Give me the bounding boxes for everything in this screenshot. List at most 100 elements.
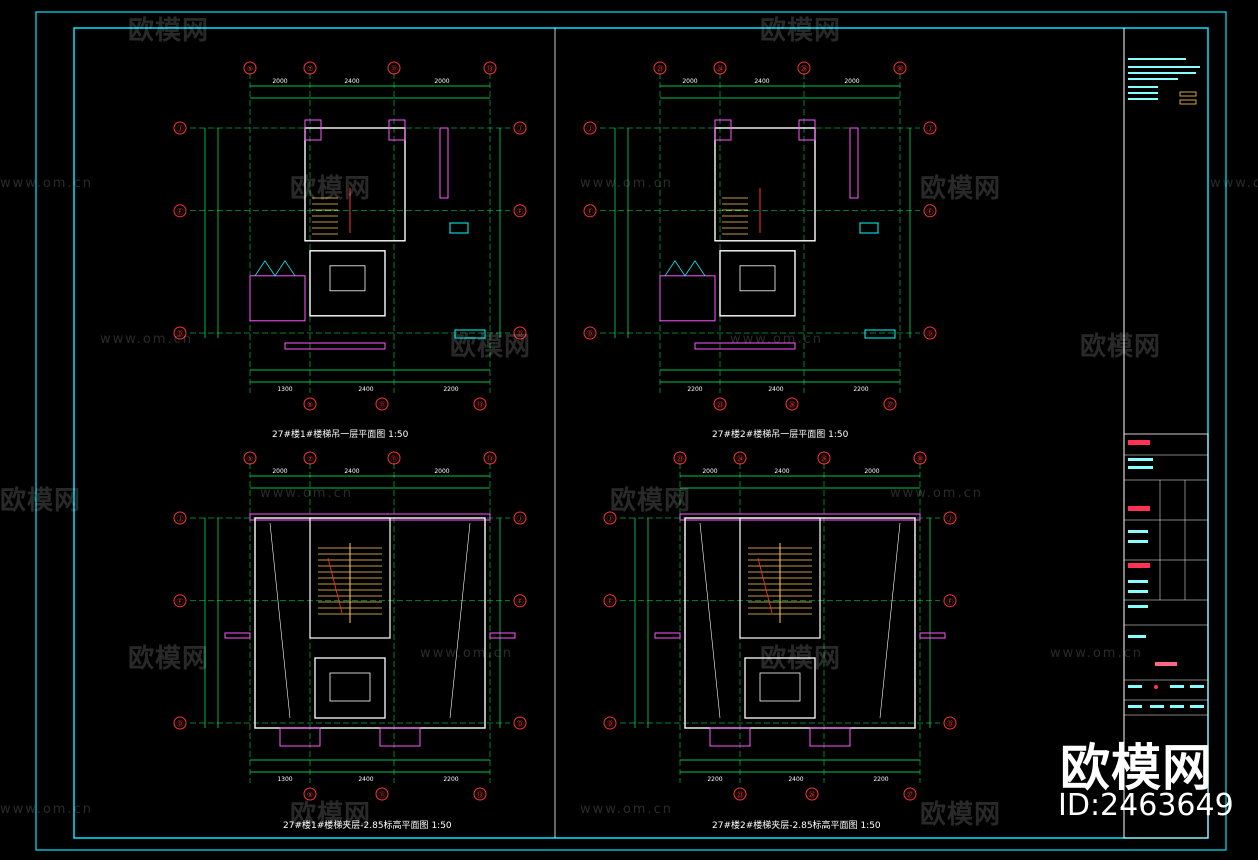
dimension-text: 2400 [774, 468, 789, 475]
axis-label: ㉔ [717, 65, 724, 73]
window [864, 329, 896, 339]
elevator-car [759, 672, 801, 702]
watermark-brand: 欧模网 [450, 332, 532, 362]
stair-well [309, 517, 391, 639]
axis-label: Ⓕ [177, 598, 184, 606]
stair-arrow [327, 557, 343, 614]
axis-bubble [173, 511, 187, 525]
axis-label: ㉔ [737, 455, 744, 463]
axis-label: ⑤ [247, 65, 253, 73]
axis-bubble [173, 326, 187, 340]
axis-bubble [583, 121, 597, 135]
dimension-text: 2000 [434, 468, 449, 475]
watermark-brand: 欧模网 [920, 800, 1002, 830]
louver-symbol [664, 260, 706, 277]
column [304, 119, 322, 141]
slab-edge [249, 513, 491, 521]
axis-label: Ⓓ [177, 720, 184, 728]
dimension-text: 2200 [687, 386, 702, 393]
plan-title-2: 27#楼2#楼梯吊一层平面图 1:50 [712, 427, 848, 440]
dimension-text: 2000 [272, 78, 287, 85]
axis-label: Ⓕ [607, 598, 614, 606]
axis-label: ⑦ [307, 455, 313, 463]
wall-segment [694, 342, 796, 350]
axis-bubble [883, 397, 897, 411]
axis-bubble [473, 397, 487, 411]
shaft-walls [714, 127, 816, 242]
brand-logo-text: 欧模网 [1060, 739, 1213, 797]
axis-label: Ⓙ [947, 515, 954, 523]
watermark-url: www.om.cn [730, 332, 823, 347]
column [798, 119, 816, 141]
axis-bubble [173, 716, 187, 730]
axis-bubble [673, 451, 687, 465]
ramp-line [269, 522, 291, 719]
axis-label: ⑬ [487, 65, 494, 73]
axis-label: ㉓ [657, 65, 664, 73]
watermark-brand: 欧模网 [760, 644, 842, 674]
axis-bubble [733, 451, 747, 465]
dimension-text: 2200 [707, 776, 722, 783]
axis-bubble [943, 594, 957, 608]
dimension-text: 2000 [864, 468, 879, 475]
ramp-line [699, 522, 721, 719]
watermark-url: www.om.cn [1050, 646, 1143, 661]
axis-bubble [943, 511, 957, 525]
ramp-line [879, 522, 901, 719]
plan-title-4-text: 27#楼2#楼梯夹层-2.85标高平面图 [712, 821, 858, 831]
wall-segment [439, 127, 449, 199]
axis-bubble [713, 397, 727, 411]
watermark-url: www.om.cn [0, 802, 93, 817]
axis-bubble [173, 204, 187, 218]
axis-label: Ⓓ [517, 720, 524, 728]
wall-segment [284, 342, 386, 350]
axis-label: Ⓕ [927, 208, 934, 216]
axis-bubble [303, 61, 317, 75]
dimension-text: 2400 [358, 386, 373, 393]
dimension-text: 2200 [443, 386, 458, 393]
window [449, 222, 469, 234]
dimension-text: 2400 [788, 776, 803, 783]
plan-scale-1: 1:50 [388, 430, 409, 440]
axis-label: ㉖ [801, 65, 808, 73]
dimension-text: 2000 [682, 78, 697, 85]
axis-label: Ⓕ [587, 208, 594, 216]
dimension-text: 2400 [358, 776, 373, 783]
axis-label: ⑪ [391, 455, 398, 463]
axis-bubble [473, 787, 487, 801]
dimension-text: 2000 [272, 468, 287, 475]
watermark-brand: 欧模网 [290, 174, 372, 204]
dimension-text: 2000 [844, 78, 859, 85]
plan-title-3-text: 27#楼1#楼梯夹层-2.85标高平面图 [283, 821, 429, 831]
elevator-room [309, 250, 386, 317]
dimension-text: 2400 [344, 78, 359, 85]
elevator-car [739, 265, 776, 292]
axis-label: Ⓓ [927, 330, 934, 338]
column [714, 119, 732, 141]
axis-bubble [913, 451, 927, 465]
axis-label: Ⓓ [517, 330, 524, 338]
wall-segment [849, 127, 859, 199]
axis-bubble [513, 121, 527, 135]
axis-label: Ⓙ [927, 125, 934, 133]
dimension-text: 2200 [853, 386, 868, 393]
axis-bubble [923, 326, 937, 340]
louver-symbol [254, 260, 296, 277]
outer-frame [35, 11, 1227, 851]
watermark-brand: 欧模网 [610, 486, 692, 516]
axis-bubble [603, 594, 617, 608]
wall-stub [919, 632, 946, 639]
watermark-url: www.om.cn [890, 486, 983, 501]
watermark-url: www.om.cn [0, 176, 93, 191]
axis-bubble [513, 326, 527, 340]
axis-bubble [603, 716, 617, 730]
axis-label: ⑪ [391, 65, 398, 73]
ramp-line [449, 522, 471, 719]
watermark-brand: 欧模网 [128, 644, 210, 674]
axis-bubble [603, 511, 617, 525]
axis-label: ⑤ [307, 401, 313, 409]
